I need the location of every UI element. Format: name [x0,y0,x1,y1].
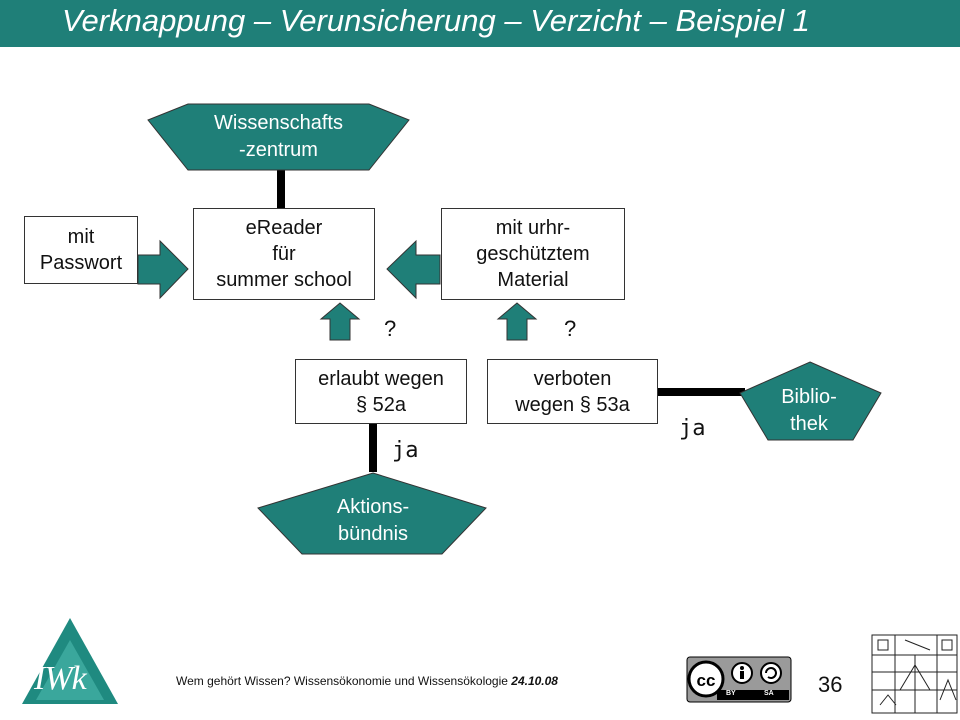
verboten-box: verboten wegen § 53a [487,359,658,424]
aktionsbuendnis-label: Aktions- bündnis [336,496,410,545]
bibliothek-shape [739,361,882,441]
footer-text: Wem gehört Wissen? Wissensökonomie und W… [176,674,508,688]
verboten-label: verboten wegen § 53a [515,367,630,416]
building-sketch-icon [871,634,958,714]
arrow-up-left-icon [319,302,361,341]
cc-license-badge: cc [686,656,792,703]
footer: Wem gehört Wissen? Wissensökonomie und W… [176,674,558,688]
svg-text:cc: cc [697,671,716,690]
ja-label-right: ja [679,416,706,441]
aktionsbuendnis-node: Aktions- bündnis [300,492,446,550]
title-bar: Verknappung – Verunsicherung – Verzicht … [0,0,960,47]
ereader-label: eReader für summer school [216,217,352,291]
arrow-up-right-icon [496,302,538,341]
material-box: mit urhr- geschütztem Material [441,208,625,300]
bibliothek-node: Biblio- thek [762,383,856,439]
aktionsbuendnis-shape [257,472,487,555]
footer-date: 24.10.08 [511,674,558,688]
bibliothek-label: Biblio- thek [781,386,837,435]
wissenschaftszentrum-label: Wissenschafts -zentrum [214,112,343,161]
erlaubt-box: erlaubt wegen § 52a [295,359,467,424]
erlaubt-label: erlaubt wegen § 52a [318,367,444,416]
iwk-logo [22,618,118,704]
question-mark-right: ? [564,316,577,341]
passwort-label: mit Passwort [39,226,123,274]
iwk-logo-text: IWk [34,660,87,697]
question-mark-left: ? [384,316,397,341]
ereader-box: eReader für summer school [193,208,375,300]
arrow-left-icon [386,239,441,300]
license-by-label: BY [726,690,736,697]
wissenschaftszentrum-node: Wissenschafts -zentrum [188,108,369,166]
ja-label-left: ja [392,438,419,463]
material-label: mit urhr- geschütztem Material [476,217,590,291]
passwort-box: mit Passwort [24,216,138,284]
wissenschaftszentrum-shape [147,103,410,171]
slide-title: Verknappung – Verunsicherung – Verzicht … [62,3,810,38]
arrow-right-icon [137,239,189,300]
license-sa-label: SA [764,690,774,697]
page-number: 36 [818,672,843,697]
